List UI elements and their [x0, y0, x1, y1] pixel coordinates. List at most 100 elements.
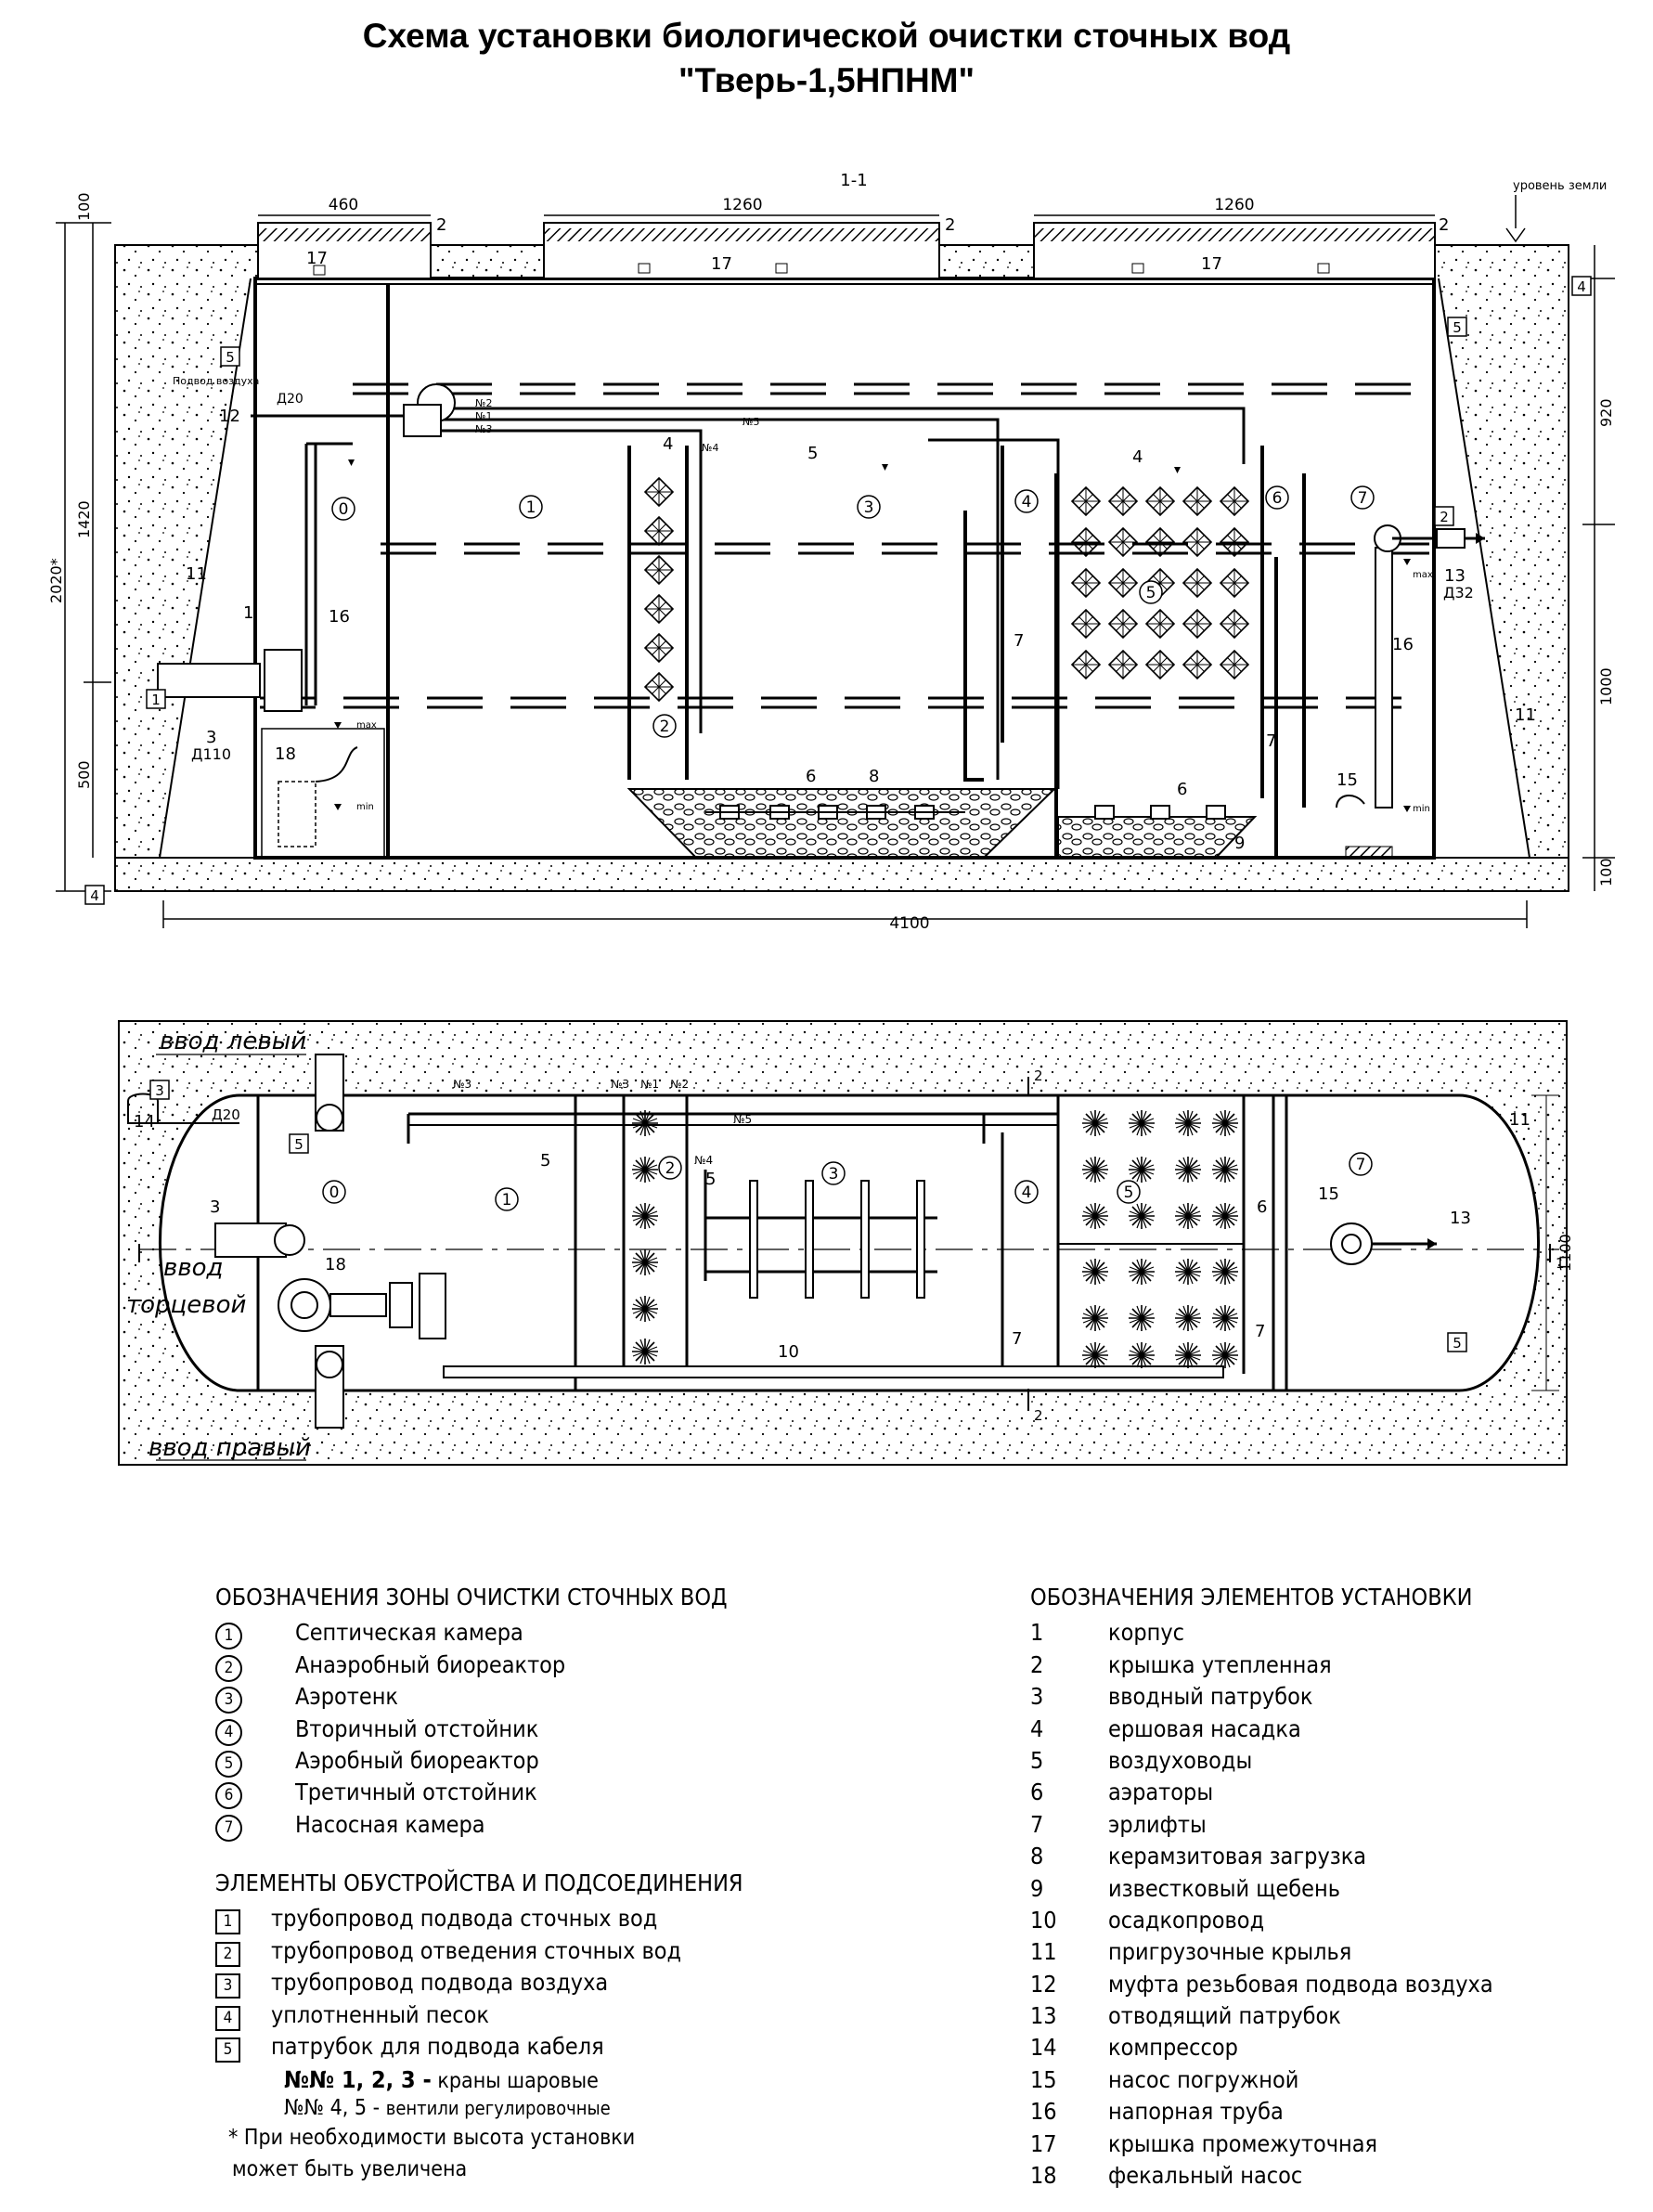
zone-marker: 6 — [1272, 489, 1283, 508]
element-number: 11 — [1515, 705, 1536, 725]
inlet-end-label: ввод — [163, 1254, 224, 1282]
valve-label: №4 — [694, 1154, 713, 1167]
valve-label: №2 — [475, 397, 492, 409]
legend-element-item-key: 3 — [1030, 1683, 1044, 1711]
legend-element-item-key: 15 — [1030, 2065, 1057, 2093]
element-number: 5 — [540, 1151, 550, 1171]
connection-marker: 2 — [1440, 509, 1449, 525]
legend-zone-item-key: 7 — [215, 1814, 242, 1842]
connection-marker: 4 — [1577, 278, 1586, 295]
element-number: 18 — [275, 744, 296, 764]
air-inlet-label: Подвод воздуха — [173, 375, 259, 387]
note-valves-123-key: №№ 1, 2, 3 - — [284, 2066, 432, 2093]
element-number: 6 — [1257, 1197, 1267, 1217]
dim-500: 500 — [75, 760, 93, 789]
element-number: 5 — [807, 444, 818, 463]
zone-marker: 0 — [329, 1184, 340, 1202]
connection-marker: 1 — [151, 692, 161, 708]
legend-zones-heading: ОБОЗНАЧЕНИЯ ЗОНЫ ОЧИСТКИ СТОЧНЫХ ВОД — [215, 1584, 728, 1610]
element-number: 17 — [1201, 254, 1222, 274]
legend-element-item-key: 14 — [1030, 2034, 1057, 2062]
element-number: 2 — [1439, 215, 1449, 235]
dim-920: 920 — [1597, 398, 1615, 427]
zone-marker: 7 — [1358, 489, 1368, 508]
note-valves-45-key: №№ 4, 5 - — [284, 2096, 381, 2120]
d20-label: Д20 — [212, 1106, 240, 1123]
valve-label: №5 — [743, 416, 759, 428]
legend-connection-item-key: 2 — [215, 1941, 240, 1967]
element-number: 7 — [1012, 1329, 1022, 1349]
legend-element-item-key: 16 — [1030, 2098, 1057, 2126]
valve-label: №3 — [611, 1078, 629, 1091]
legend-element-item-key: 5 — [1030, 1746, 1044, 1774]
section-view: 460 1260 1260 1-1 уровень земли 100 2020… — [47, 171, 1615, 933]
dim-1260: 1260 — [722, 196, 762, 214]
max-level: max — [356, 720, 377, 731]
element-number: 1 — [243, 603, 253, 623]
dim-100: 100 — [75, 192, 93, 221]
element-number: 13 — [1444, 566, 1466, 586]
zone-marker: 2 — [660, 718, 670, 736]
dim-1000: 1000 — [1597, 667, 1615, 705]
legend-element-item: 4 ершовая насадка — [1030, 1714, 1493, 1745]
legend-element-item-text: насос погружной — [1108, 2065, 1299, 2093]
element-number: 7 — [1255, 1322, 1265, 1341]
zone-marker: 2 — [665, 1159, 676, 1178]
element-number: 7 — [1266, 731, 1276, 751]
zone-marker: 5 — [1124, 1184, 1134, 1202]
element-number: 15 — [1318, 1184, 1339, 1204]
legend-zone-item-text: Вторичный отстойник — [295, 1714, 539, 1742]
legend-element-item: 15 насос погружной — [1030, 2064, 1493, 2096]
legend-element-item-text: осадкопровод — [1108, 1906, 1265, 1934]
legend-element-item-key: 6 — [1030, 1779, 1044, 1806]
zone-marker: 4 — [1022, 493, 1032, 511]
legend-connection-item-key: 5 — [215, 2037, 240, 2063]
legend-zone-item-key: 1 — [215, 1623, 242, 1650]
valve-label: №2 — [670, 1078, 689, 1091]
zone-marker: 1 — [526, 498, 536, 517]
connection-marker: 5 — [226, 349, 235, 366]
legend-element-item-text: ершовая насадка — [1108, 1714, 1301, 1742]
diagram-subtitle: "Тверь-1,5НПНМ" — [678, 61, 975, 99]
note-star-2: может быть увеличена — [232, 2157, 468, 2181]
note-valves-123: №№ 1, 2, 3 - краны шаровые — [284, 2066, 599, 2093]
element-number: 9 — [1234, 834, 1245, 853]
legend-zone-item-text: Аэробный биореактор — [295, 1746, 539, 1774]
ballast-wing-left — [159, 278, 252, 859]
element-number: 6 — [1177, 780, 1187, 799]
element-number: 14 — [134, 1112, 155, 1132]
legend-connection-item-text: уплотненный песок — [271, 2000, 489, 2028]
valve-label: №4 — [702, 442, 718, 454]
plan-view: ввод левый ввод торцевой ввод правый Д20… — [118, 1020, 1574, 1466]
element-number: 6 — [806, 767, 816, 786]
d110-label: Д110 — [191, 745, 231, 763]
element-number: 2 — [436, 215, 446, 235]
connection-marker: 3 — [155, 1082, 164, 1099]
valve-label: №5 — [733, 1113, 752, 1126]
dim-1100: 1100 — [1556, 1234, 1574, 1272]
zone-marker: 5 — [1146, 584, 1156, 602]
legend-element-item-key: 8 — [1030, 1843, 1044, 1870]
legend-connection-item-key: 1 — [215, 1909, 240, 1935]
diagram-title: Схема установки биологической очистки ст… — [362, 17, 1291, 55]
legend-element-item-key: 4 — [1030, 1714, 1044, 1742]
dim-2020: 2020* — [47, 558, 65, 603]
legend-connection-item-text: трубопровод подвода сточных вод — [271, 1905, 658, 1933]
dim-1420: 1420 — [75, 500, 93, 538]
zone-marker: 7 — [1356, 1156, 1366, 1174]
